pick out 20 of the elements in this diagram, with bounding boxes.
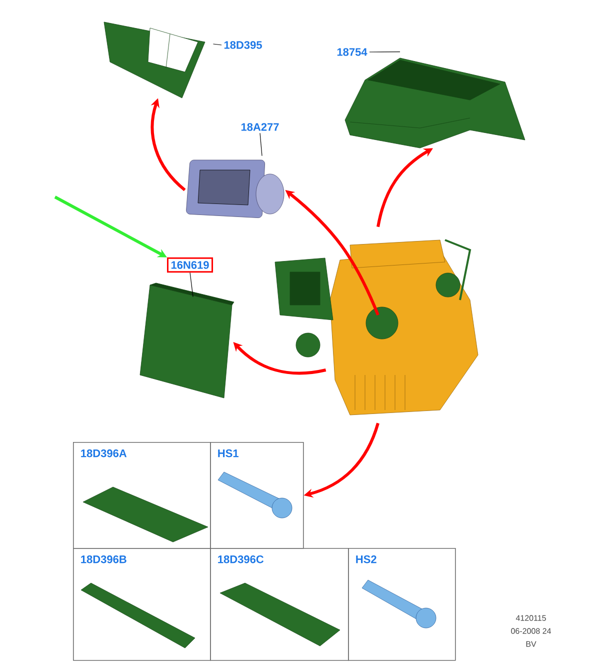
part-number: 16N619 (166, 257, 214, 273)
drawing-number: 4120115 (516, 615, 546, 621)
parts-cell: 18D396C (210, 548, 349, 661)
air-duct-drawing (344, 58, 526, 148)
leader-line (212, 44, 222, 46)
part-number: 18D395 (224, 41, 262, 49)
drawing-number: BV (526, 641, 536, 647)
blower-housing-drawing (186, 160, 284, 218)
heater-unit-drawing (274, 239, 478, 416)
part-number: 18A277 (241, 123, 279, 131)
parts-cell: 18D396B (73, 548, 211, 661)
part-number: 18754 (337, 48, 368, 56)
parts-cell: HS1 (210, 442, 304, 549)
drawing-number: 06-2008 24 (511, 628, 551, 634)
parts-cell: 18D396A (73, 442, 211, 549)
leader-line (190, 272, 194, 298)
parts-cell: HS2 (348, 548, 456, 661)
leader-line (260, 132, 262, 156)
air-duct-drawing (104, 22, 206, 98)
cabin-filter-drawing (140, 282, 234, 398)
